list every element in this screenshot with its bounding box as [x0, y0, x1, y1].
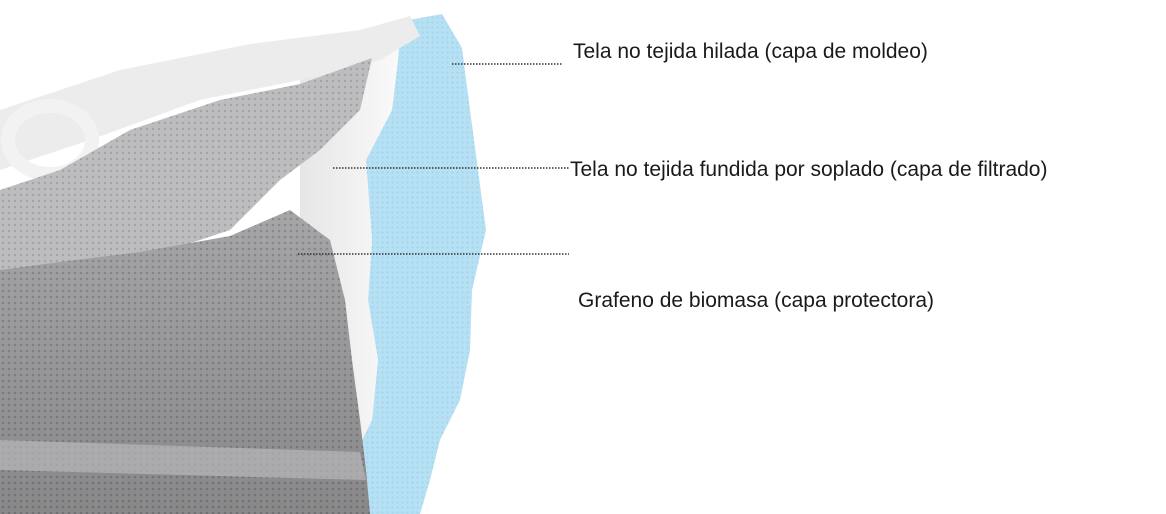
blue-inner-layer — [342, 14, 486, 514]
grey-outer-layer-upper — [0, 58, 372, 280]
top-edge-band — [0, 16, 420, 170]
label-spunbond-layer: Tela no tejida hilada (capa de moldeo) — [573, 40, 928, 63]
grey-shading — [0, 210, 370, 514]
bottom-seam — [0, 440, 366, 480]
label-graphene-layer: Grafeno de biomasa (capa protectora) — [578, 289, 935, 312]
label-meltblown-layer: Tela no tejida fundida por soplado (capa… — [570, 158, 1048, 181]
